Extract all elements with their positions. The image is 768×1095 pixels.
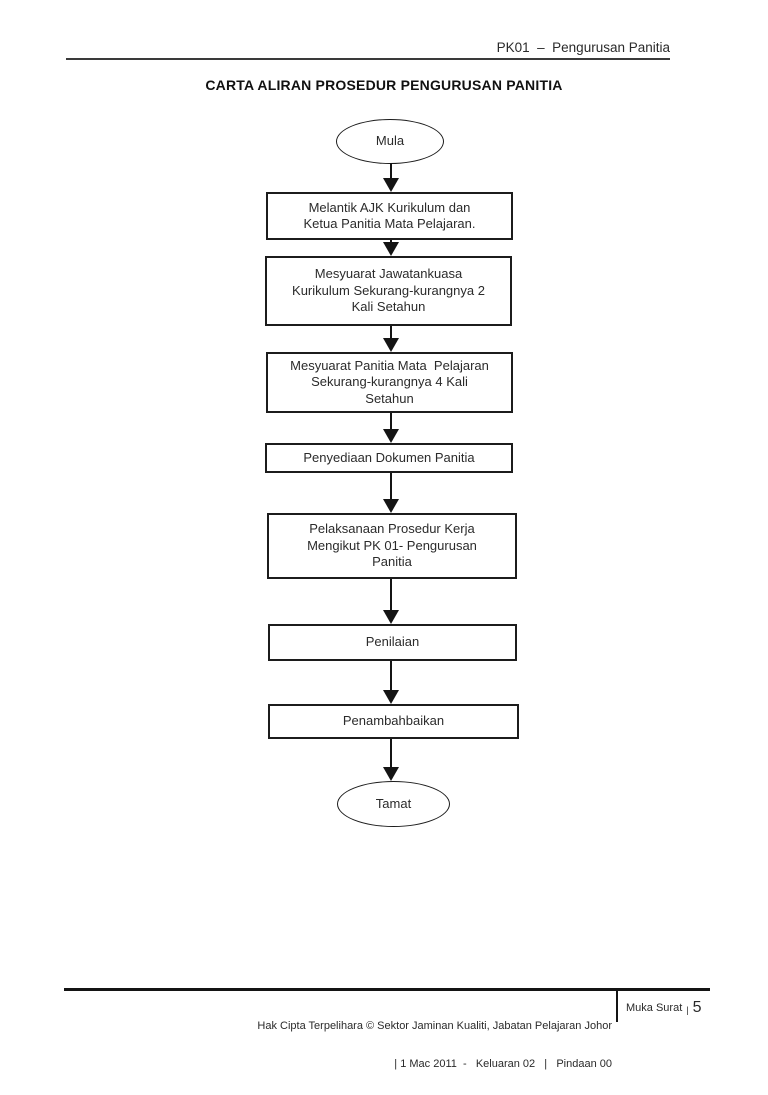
arrow-shaft [390,413,392,429]
flow-node-melantik-ajk: Melantik AJK Kurikulum dan Ketua Panitia… [266,192,513,240]
flow-node-mesyuarat-jawatankuasa: Mesyuarat Jawatankuasa Kurikulum Sekuran… [265,256,512,326]
arrow-shaft [390,163,392,178]
arrow-head-icon [383,242,399,256]
flow-node-mesyuarat-panitia: Mesyuarat Panitia Mata Pelajaran Sekuran… [266,352,513,413]
arrow-head-icon [383,499,399,513]
header-doc-code: PK01 – Pengurusan Panitia [66,40,670,60]
footer-divider [616,990,618,1022]
footer-copyright-line1: Hak Cipta Terpelihara © Sektor Jaminan K… [257,1020,612,1032]
arrow-head-icon [383,690,399,704]
flow-node-penyediaan-dokumen: Penyediaan Dokumen Panitia [265,443,513,473]
flow-node-penambahbaikan: Penambahbaikan [268,704,519,739]
arrow-head-icon [383,767,399,781]
arrow-head-icon [383,429,399,443]
flow-arrow [383,240,399,256]
flow-arrow [383,473,399,513]
page-title: CARTA ALIRAN PROSEDUR PENGURUSAN PANITIA [205,77,563,93]
flow-node-pelaksanaan-prosedur: Pelaksanaan Prosedur Kerja Mengikut PK 0… [267,513,517,579]
footer-rule [64,988,710,991]
flow-arrow [383,326,399,352]
flow-arrow [383,413,399,443]
flow-arrow [383,163,399,192]
arrow-shaft [390,739,392,767]
document-page: PK01 – Pengurusan Panitia CARTA ALIRAN P… [64,40,746,1070]
arrow-head-icon [383,178,399,192]
flow-node-end: Tamat [337,781,450,827]
flow-node-penilaian: Penilaian [268,624,517,661]
flow-node-start: Mula [336,119,444,164]
page-label: Muka Surat [626,1002,683,1014]
arrow-head-icon [383,338,399,352]
arrow-shaft [390,473,392,499]
footer-copyright-line2: | 1 Mac 2011 - Keluaran 02 | Pindaan 00 [394,1057,612,1070]
footer-page-indicator: Muka Surat | 5 [626,996,746,1020]
flow-arrow [383,661,399,704]
page-number: 5 [692,999,702,1016]
page-separator: | [686,1005,689,1015]
arrow-shaft [390,579,392,610]
flow-arrow [383,579,399,624]
arrow-shaft [390,326,392,338]
arrow-shaft [390,661,392,690]
arrow-shaft [390,240,392,242]
arrow-head-icon [383,610,399,624]
flow-arrow [383,739,399,781]
footer-copyright: Hak Cipta Terpelihara © Sektor Jaminan K… [200,995,612,1095]
